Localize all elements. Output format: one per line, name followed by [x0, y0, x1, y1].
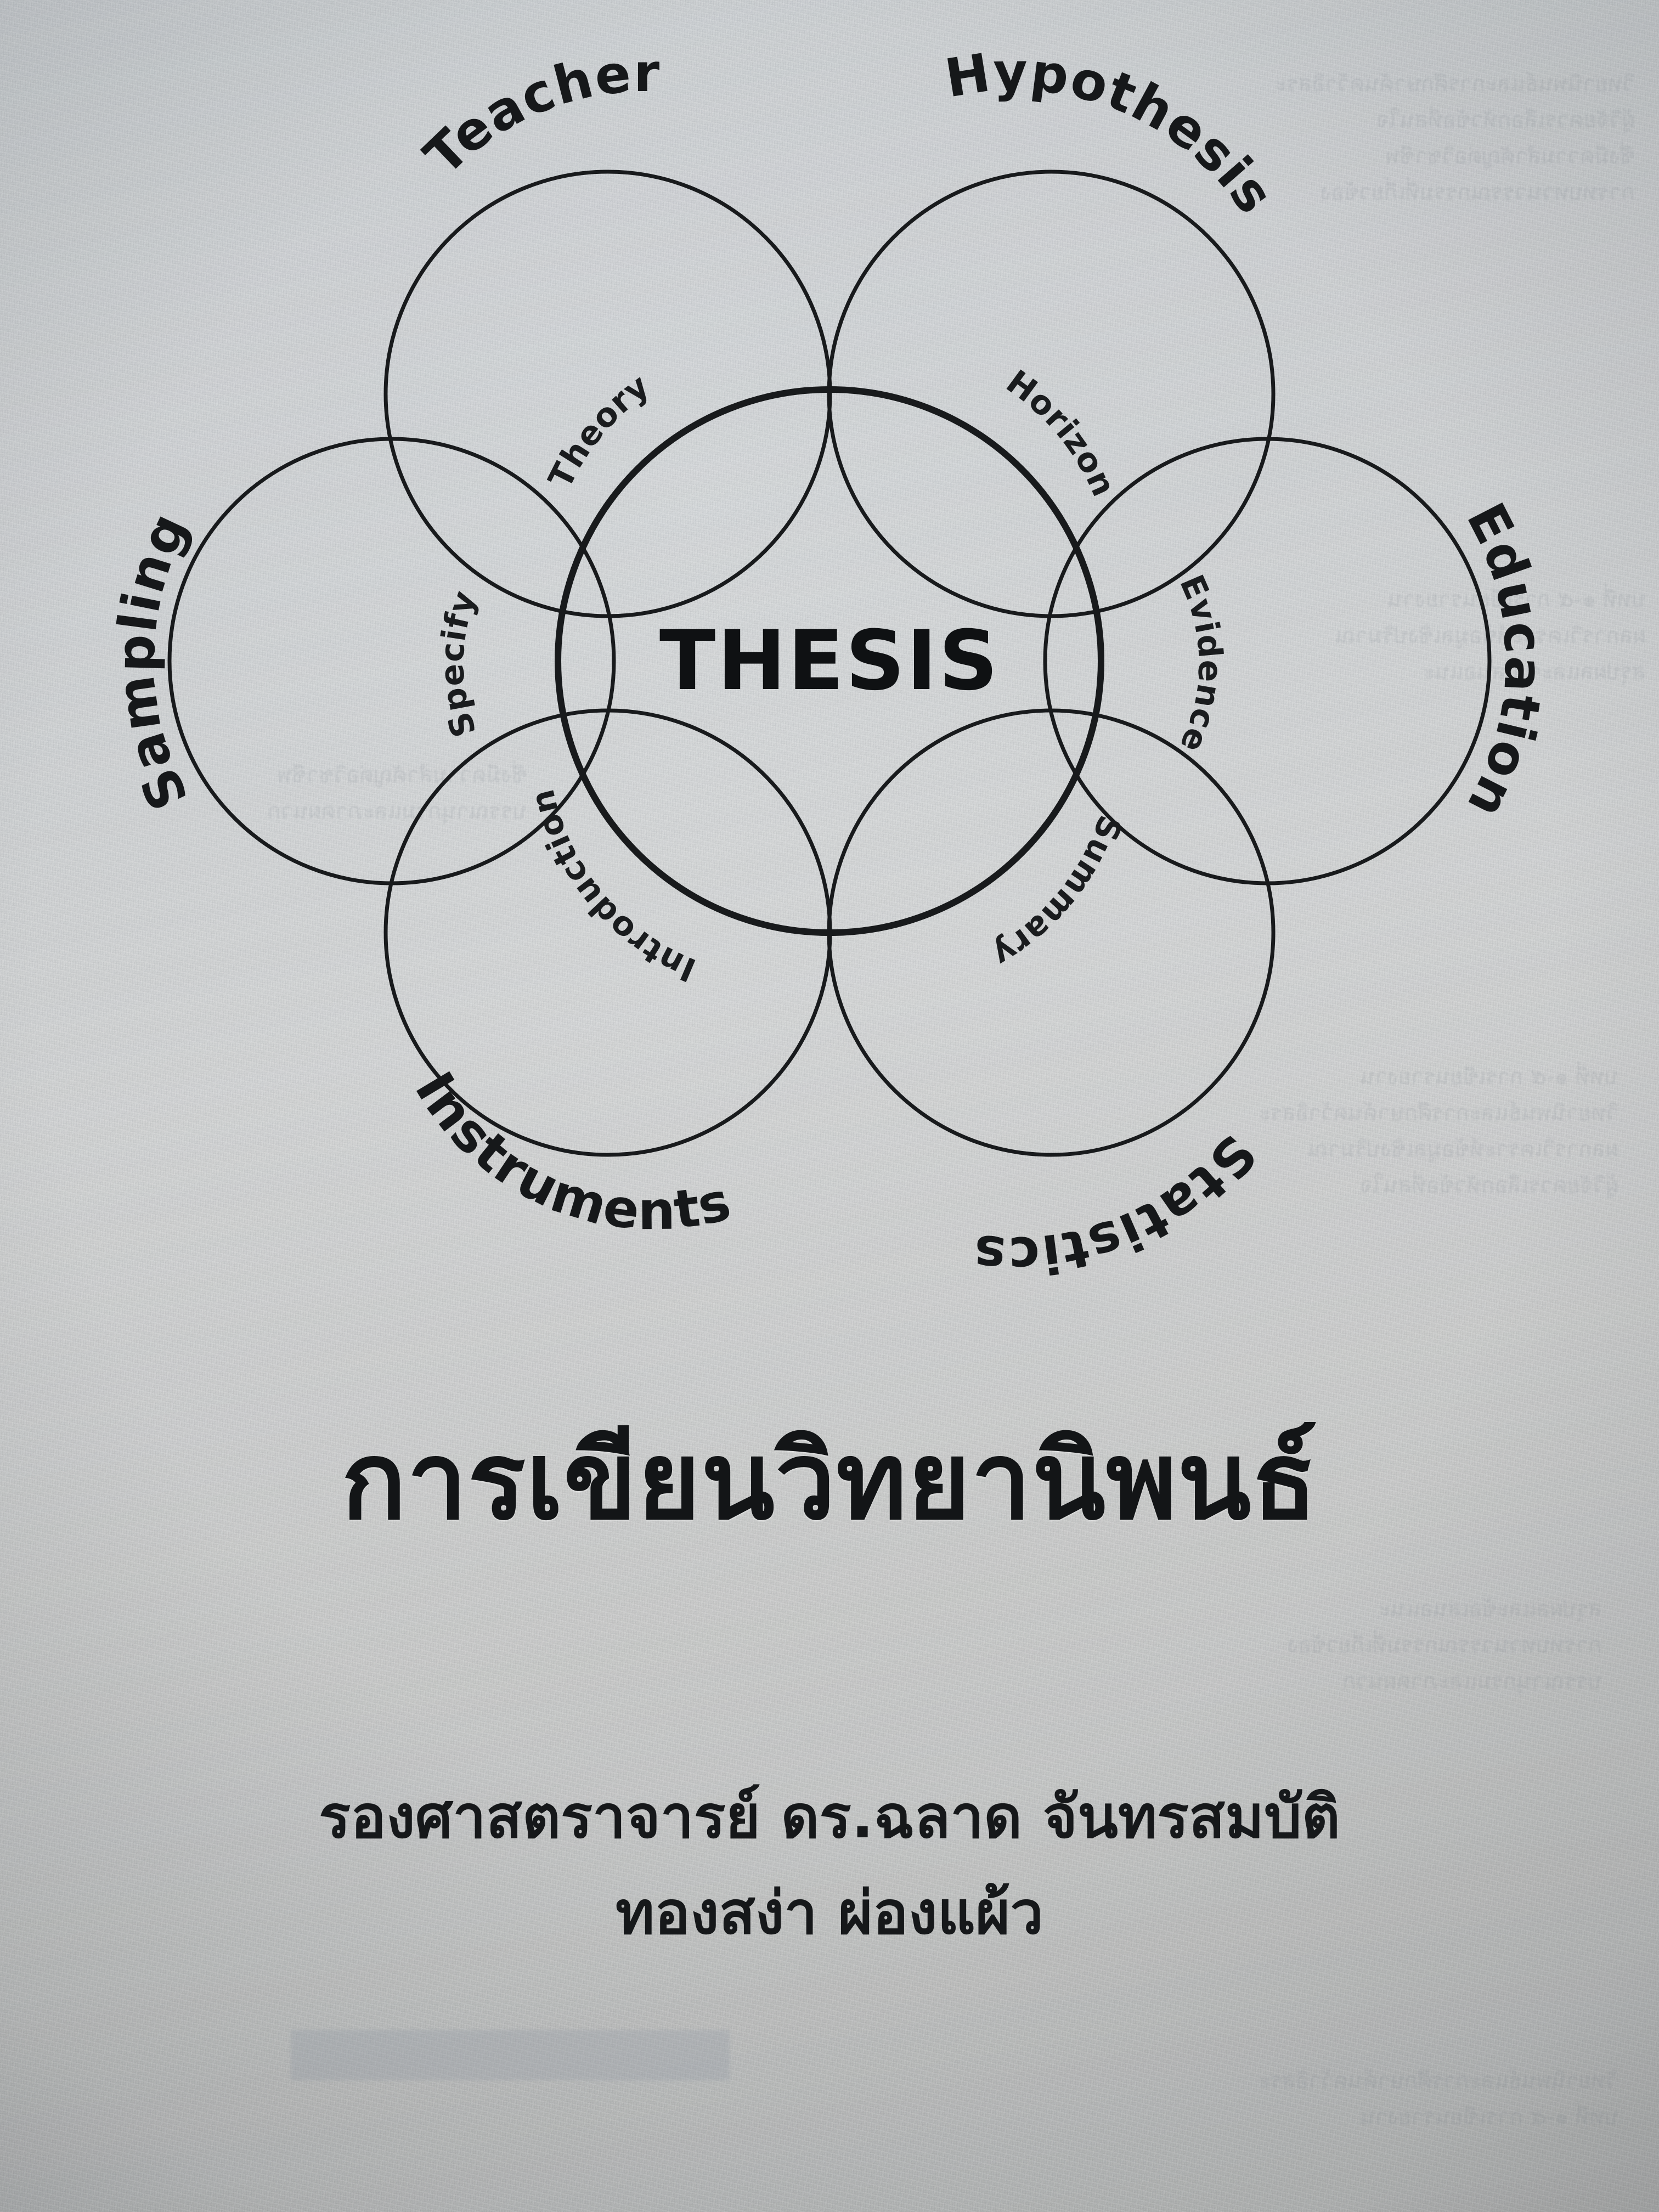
- diagram-petal-horizon: Horizon: [999, 363, 1123, 503]
- venn-diagram-svg: Teacher Hypothesis Education Statistics …: [104, 41, 1555, 1287]
- bleed-line: การทบทวนวรรณกรรมที่เกี่ยวข้อง: [1287, 1633, 1602, 1658]
- diagram-petal-specify: Specify: [433, 586, 484, 742]
- diagram-petal-theory-text: Theory: [541, 366, 656, 494]
- diagram-petal-theory: Theory: [541, 366, 656, 494]
- bleed-line: บทที่ ๑-๕ การเขียนรายงาน: [1360, 2104, 1618, 2130]
- diagram-label-sampling-text: Sampling: [104, 503, 199, 819]
- diagram-label-statistics-text: Statistics: [970, 1123, 1267, 1286]
- thesis-venn-diagram: Teacher Hypothesis Education Statistics …: [104, 41, 1555, 1287]
- bleed-line: บรรณานุกรมและภาคผนวก: [1342, 1669, 1602, 1694]
- author-line-secondary: ทองสง่า ผ่องแผ้ว: [615, 1879, 1044, 1948]
- diagram-center-label: THESIS: [659, 613, 1000, 709]
- bleed-through-below-title: สรุปผลและข้อเสนอแนะ การทบทวนวรรณกรรมที่เ…: [66, 1591, 1602, 1700]
- diagram-petal-evidence-text: Evidence: [1172, 569, 1229, 758]
- diagram-label-hypothesis: Hypothesis: [941, 41, 1286, 225]
- diagram-petal-evidence: Evidence: [1172, 569, 1229, 758]
- circle-thesis-center: [555, 386, 1104, 936]
- diagram-label-statistics: Statistics: [970, 1123, 1268, 1286]
- author-line-primary: รองศาสตราจารย์ ดร.ฉลาด จันทรสมบัติ: [319, 1783, 1340, 1852]
- bleed-line: สรุปผลและข้อเสนอแนะ: [1379, 1596, 1602, 1622]
- diagram-label-teacher-text: Teacher: [413, 42, 659, 187]
- diagram-petal-horizon-text: Horizon: [999, 363, 1122, 503]
- bleed-through-highlight-block: [291, 2030, 730, 2080]
- circle-education: [1043, 437, 1492, 885]
- page-title: การเขียนวิทยานิพนธ์: [341, 1419, 1318, 1544]
- diagram-label-education-text: Education: [1455, 493, 1554, 828]
- diagram-label-teacher: Teacher: [413, 42, 661, 187]
- diagram-petal-specify-text: Specify: [433, 586, 484, 742]
- circle-sampling: [167, 437, 616, 885]
- diagram-petal-summary: Summary: [985, 810, 1129, 974]
- diagram-petal-summary-text: Summary: [985, 810, 1128, 974]
- diagram-label-sampling: Sampling: [104, 503, 200, 819]
- diagram-label-hypothesis-text: Hypothesis: [941, 41, 1285, 225]
- diagram-label-education: Education: [1455, 493, 1555, 828]
